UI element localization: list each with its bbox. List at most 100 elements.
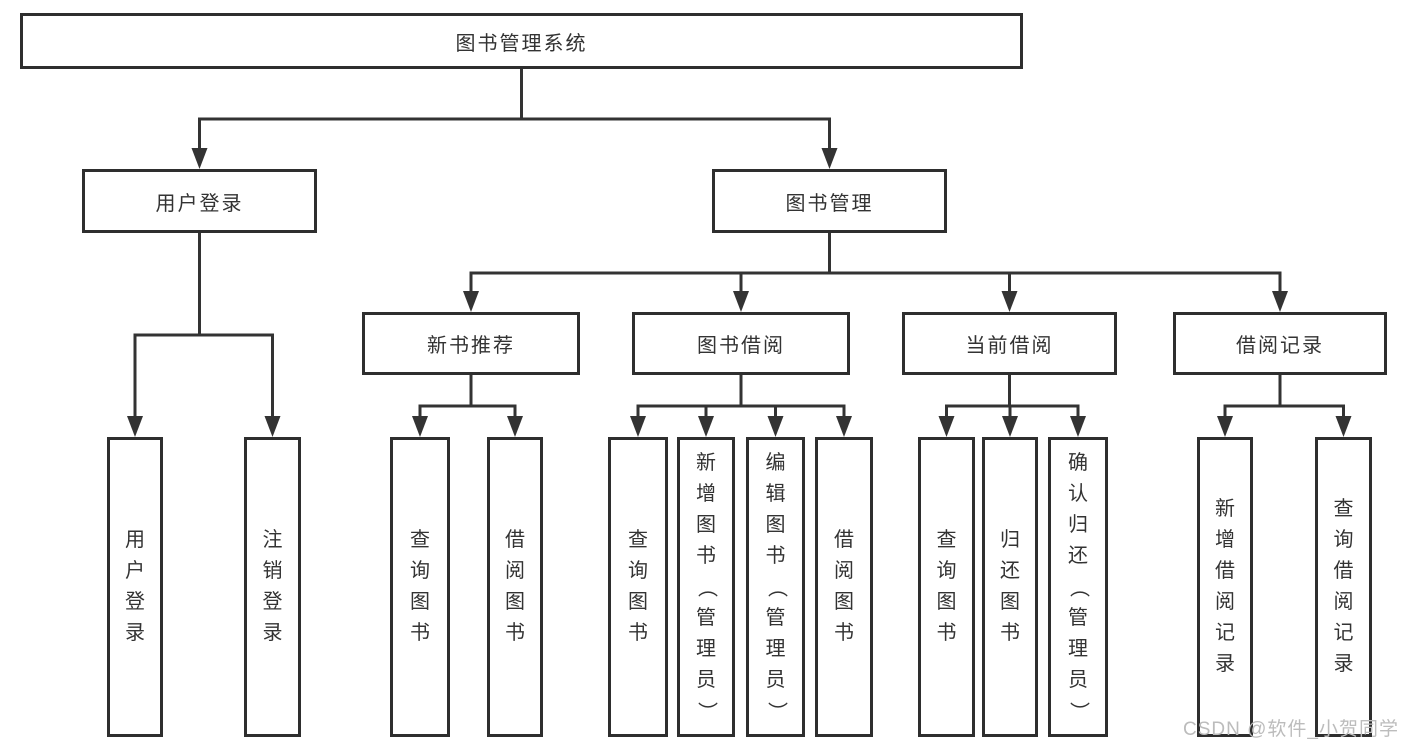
node-leaf-bb-borrow: 借阅图书 bbox=[815, 437, 873, 737]
node-label-char: 录 bbox=[1215, 653, 1235, 675]
node-label-char: 还 bbox=[1000, 560, 1020, 582]
node-label-char: 书 bbox=[505, 622, 525, 644]
node-label-char: 编 bbox=[765, 451, 786, 474]
node-label-char: 户 bbox=[125, 560, 145, 582]
node-root: 图书管理系统 bbox=[20, 13, 1023, 69]
csdn-watermark: CSDN @软件_小贺同学 bbox=[1183, 719, 1399, 740]
node-label-char: 查 bbox=[628, 529, 648, 551]
node-label-char: 书 bbox=[696, 544, 716, 567]
node-label-char: 图 bbox=[765, 513, 786, 536]
node-leaf-br-add: 新增借阅记录 bbox=[1197, 437, 1253, 737]
node-leaf-user-login: 用户登录 bbox=[107, 437, 163, 737]
node-label: 当前借阅 bbox=[965, 335, 1054, 357]
node-label-char: （ bbox=[1067, 577, 1090, 597]
node-label-char: 员 bbox=[765, 668, 786, 691]
node-label-char: 登 bbox=[125, 591, 145, 613]
node-label: 图书管理 bbox=[785, 192, 874, 215]
node-leaf-nb-borrow: 借阅图书 bbox=[487, 437, 543, 737]
node-leaf-logout: 注销登录 bbox=[244, 437, 301, 737]
node-label-char: ） bbox=[1067, 701, 1090, 721]
node-leaf-bb-add: 新增图书 （ 管理员 ） bbox=[677, 437, 735, 737]
node-label-char: 查 bbox=[410, 529, 430, 551]
node-label-char: 借 bbox=[1215, 560, 1235, 582]
node-label-char: 阅 bbox=[505, 560, 525, 582]
node-label-char: 录 bbox=[125, 622, 145, 644]
node-label-char: 图 bbox=[834, 591, 854, 613]
node-current-borrow: 当前借阅 bbox=[902, 312, 1117, 375]
node-label: 图书借阅 bbox=[697, 335, 785, 357]
node-label-char: 新 bbox=[1215, 498, 1235, 520]
node-label-char: 员 bbox=[1068, 668, 1088, 691]
node-user-login: 用户登录 bbox=[82, 169, 317, 233]
node-label-char: 阅 bbox=[834, 560, 854, 582]
node-label-char: 书 bbox=[834, 622, 854, 644]
node-label-char: 查 bbox=[1333, 498, 1354, 520]
node-label-char: 记 bbox=[1215, 622, 1235, 644]
node-label-char: 阅 bbox=[1333, 591, 1354, 613]
node-book-management: 图书管理 bbox=[712, 169, 947, 233]
node-label-char: 增 bbox=[696, 482, 716, 505]
node-label: 用户登录 bbox=[155, 192, 244, 215]
node-label-char: 图 bbox=[696, 513, 716, 536]
node-label-char: 员 bbox=[696, 668, 716, 691]
node-label-char: 确 bbox=[1068, 451, 1088, 474]
node-label-char: 新 bbox=[696, 451, 716, 474]
node-label-char: 借 bbox=[1333, 560, 1354, 582]
node-borrow-records: 借阅记录 bbox=[1173, 312, 1387, 375]
node-label-char: 辑 bbox=[765, 482, 786, 505]
node-label-char: 借 bbox=[834, 529, 854, 551]
node-label-char: 图 bbox=[936, 591, 957, 613]
node-leaf-br-query: 查询借阅记录 bbox=[1315, 437, 1372, 737]
node-label: 图书管理系统 bbox=[455, 32, 588, 55]
node-label-char: 询 bbox=[628, 560, 648, 582]
node-label-char: 图 bbox=[628, 591, 648, 613]
node-leaf-cb-confirm: 确认归还 （ 管理员 ） bbox=[1048, 437, 1108, 737]
node-label-char: 询 bbox=[1333, 529, 1354, 551]
node-label-char: （ bbox=[695, 577, 718, 597]
node-label-char: 理 bbox=[765, 637, 786, 660]
node-label: 新书推荐 bbox=[427, 335, 515, 357]
node-label-char: 理 bbox=[696, 637, 716, 660]
node-label-char: 归 bbox=[1068, 513, 1088, 536]
node-leaf-bb-query: 查询图书 bbox=[608, 437, 668, 737]
node-book-borrow: 图书借阅 bbox=[632, 312, 850, 375]
node-label: 借阅记录 bbox=[1236, 335, 1324, 357]
node-label-char: 理 bbox=[1068, 637, 1088, 660]
node-label-char: ） bbox=[765, 701, 787, 721]
node-label-char: 书 bbox=[1000, 622, 1020, 644]
node-label-char: 询 bbox=[936, 560, 957, 582]
node-label-char: 用 bbox=[125, 529, 145, 551]
node-label-char: 还 bbox=[1068, 544, 1088, 567]
node-label-char: 录 bbox=[1333, 653, 1354, 675]
node-label-char: 阅 bbox=[1215, 591, 1235, 613]
node-label-char: 销 bbox=[262, 560, 283, 582]
node-label-char: 管 bbox=[765, 606, 786, 629]
node-label-char: 图 bbox=[505, 591, 525, 613]
node-label-char: 图 bbox=[410, 591, 430, 613]
node-label-char: （ bbox=[765, 577, 787, 597]
node-label-char: 书 bbox=[936, 622, 957, 644]
node-label-char: 记 bbox=[1333, 622, 1354, 644]
node-label-char: 管 bbox=[1068, 606, 1088, 629]
node-leaf-cb-return: 归还图书 bbox=[982, 437, 1038, 737]
node-label-char: 书 bbox=[765, 544, 786, 567]
node-label-char: 归 bbox=[1000, 529, 1020, 551]
node-label-char: 借 bbox=[505, 529, 525, 551]
node-new-book-recommend: 新书推荐 bbox=[362, 312, 580, 375]
node-label-char: 增 bbox=[1215, 529, 1235, 551]
node-leaf-nb-query: 查询图书 bbox=[390, 437, 450, 737]
node-label-char: ） bbox=[695, 701, 718, 721]
node-label-char: 认 bbox=[1068, 482, 1088, 505]
node-label-char: 管 bbox=[696, 606, 716, 629]
node-label-char: 图 bbox=[1000, 591, 1020, 613]
node-label-char: 查 bbox=[936, 529, 957, 551]
node-label-char: 书 bbox=[410, 622, 430, 644]
node-label-char: 录 bbox=[262, 622, 283, 644]
node-label-char: 询 bbox=[410, 560, 430, 582]
node-leaf-cb-query: 查询图书 bbox=[918, 437, 975, 737]
node-label-char: 书 bbox=[628, 622, 648, 644]
node-label-char: 登 bbox=[262, 591, 283, 613]
